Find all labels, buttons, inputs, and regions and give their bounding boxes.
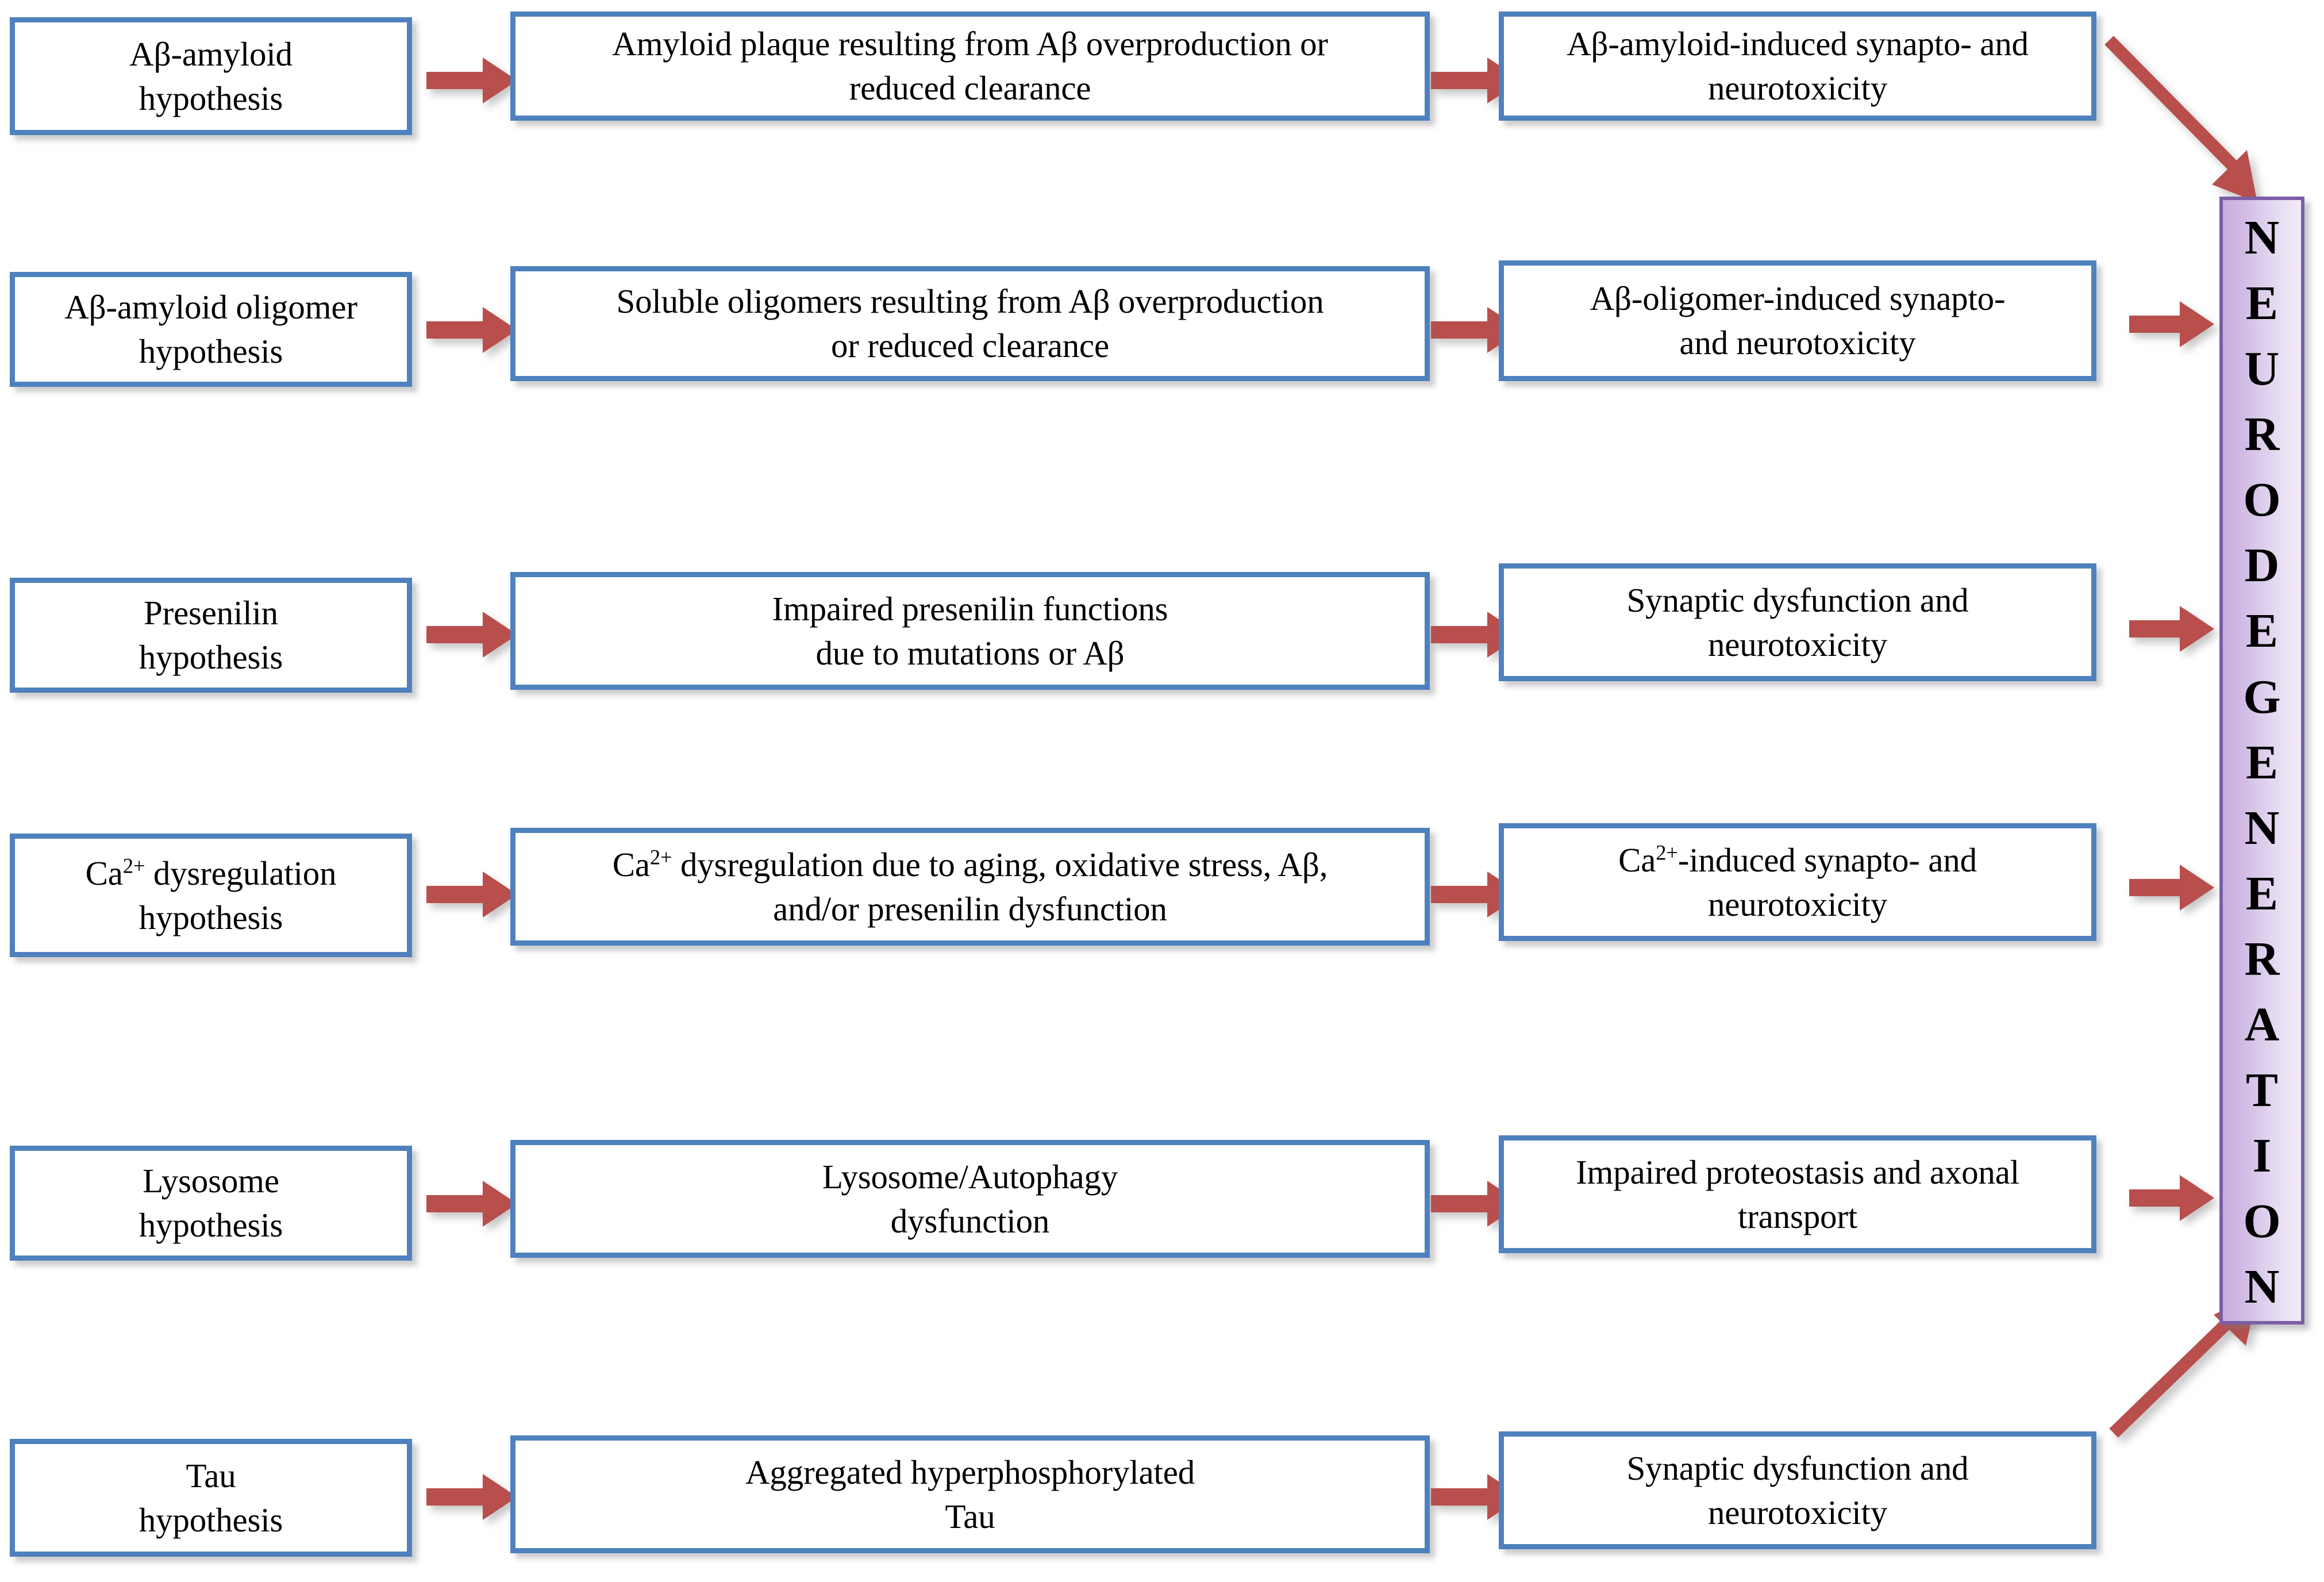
node-mechanism-calcium[interactable]: Ca2+ dysregulation due to aging, oxidati…	[510, 828, 1430, 946]
neurodegeneration-letter: O	[2243, 1195, 2281, 1249]
node-label: Aβ-oligomer-induced synapto-and neurotox…	[1590, 279, 2006, 362]
arrow-calcium-outcome-to-neurodegeneration	[2129, 862, 2215, 913]
neurodegeneration-letter: R	[2244, 408, 2280, 462]
neurodegeneration-letter: N	[2244, 801, 2280, 855]
neurodegeneration-letter: O	[2243, 473, 2281, 527]
neurodegeneration-letter: R	[2244, 932, 2280, 986]
neurodegeneration-letter: E	[2245, 866, 2279, 920]
neurodegeneration-letter: U	[2244, 342, 2280, 396]
node-label: Ca2+ dysregulation due to aging, oxidati…	[612, 845, 1328, 928]
arrow-lysosome-outcome-to-neurodegeneration	[2129, 1173, 2215, 1223]
neurodegeneration-letter: N	[2244, 1260, 2280, 1314]
neurodegeneration-letter: G	[2243, 670, 2281, 724]
arrow-oligomer-hypothesis-to-mechanism	[426, 305, 518, 355]
node-mechanism-oligomer[interactable]: Soluble oligomers resulting from Aβ over…	[510, 266, 1430, 381]
arrow-presenilin-outcome-to-neurodegeneration	[2129, 604, 2215, 654]
arrow-lysosome-hypothesis-to-mechanism	[426, 1178, 518, 1229]
node-mechanism-amyloid[interactable]: Amyloid plaque resulting from Aβ overpro…	[510, 11, 1430, 121]
arrow-presenilin-hypothesis-to-mechanism	[426, 609, 518, 660]
arrow-amyloid-hypothesis-to-mechanism	[426, 55, 518, 106]
neurodegeneration-letter: T	[2245, 1063, 2279, 1118]
neurodegeneration-letter: N	[2244, 211, 2280, 264]
neurodegeneration-letter: E	[2245, 277, 2279, 331]
node-label: Soluble oligomers resulting from Aβ over…	[616, 282, 1324, 364]
arrow-amyloid-outcome-to-neurodegeneration	[2103, 34, 2276, 213]
arrow-calcium-hypothesis-to-mechanism	[426, 869, 518, 920]
neurodegeneration-letter: A	[2244, 997, 2280, 1051]
neurodegeneration-letter: E	[2245, 735, 2279, 789]
node-outcome-oligomer[interactable]: Aβ-oligomer-induced synapto-and neurotox…	[1499, 260, 2096, 381]
arrow-tau-hypothesis-to-mechanism	[426, 1472, 518, 1522]
arrow-oligomer-outcome-to-neurodegeneration	[2129, 299, 2215, 350]
neurodegeneration-letter: I	[2252, 1129, 2272, 1183]
node-label: Amyloid plaque resulting from Aβ overpro…	[612, 25, 1328, 107]
neurodegeneration-letter: D	[2244, 539, 2280, 593]
neurodegeneration-letter: E	[2245, 604, 2279, 658]
